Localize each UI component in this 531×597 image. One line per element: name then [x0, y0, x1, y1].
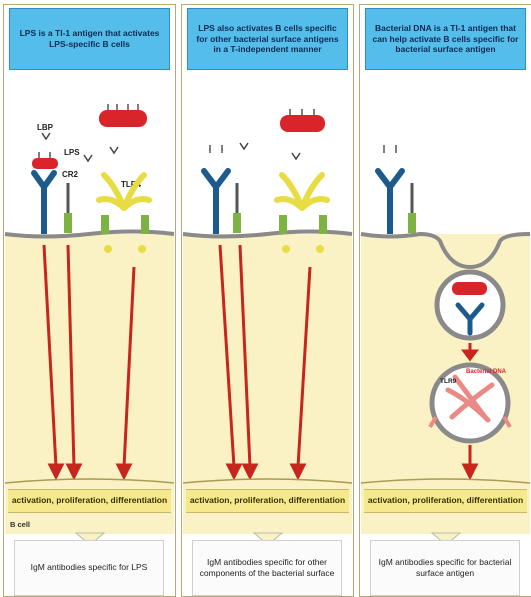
b-cell-receptor-icon — [378, 145, 416, 234]
panel-1-result: IgM antibodies specific for LPS — [14, 540, 164, 596]
bacterial-dna-label: Bacterial DNA — [466, 369, 507, 375]
tlr9-label: TLR9 — [440, 378, 457, 385]
panel-2-outcome-band: activation, proliferation, differentiati… — [186, 489, 349, 513]
endosome-tlr9-icon — [430, 365, 510, 441]
panel-lps-activation: LPS is a TI-1 antigen that activates LPS… — [3, 4, 176, 597]
panel-2-result: IgM antibodies specific for other compon… — [192, 540, 342, 596]
lbp-label: LBP — [37, 123, 54, 132]
cr2-receptor-icon — [64, 183, 72, 233]
panel-bacterial-dna-activation: Bacterial DNA is a TI-1 antigen that can… — [359, 4, 531, 597]
panel-1-outcome-band: activation, proliferation, differentiati… — [8, 489, 171, 513]
bacterium-icon — [280, 109, 325, 132]
cr2-label: CR2 — [62, 170, 79, 179]
panel-other-antigen-activation: LPS also activates B cells specific for … — [181, 4, 354, 597]
lps-molecule-icon — [84, 147, 118, 161]
b-cell-receptor-icon — [204, 145, 241, 234]
b-cell-receptor-icon — [32, 152, 58, 234]
b-cell-label: B cell — [10, 520, 30, 529]
panel-3-result: IgM antibodies specific for bacterial su… — [370, 540, 520, 596]
panel-3-outcome-band: activation, proliferation, differentiati… — [364, 489, 527, 513]
lps-molecule-icon — [240, 143, 300, 159]
lps-label: LPS — [64, 148, 80, 157]
bacterium-icon — [99, 104, 147, 127]
endocytic-vesicle-icon — [437, 272, 503, 338]
lbp-molecule-icon — [42, 133, 50, 139]
